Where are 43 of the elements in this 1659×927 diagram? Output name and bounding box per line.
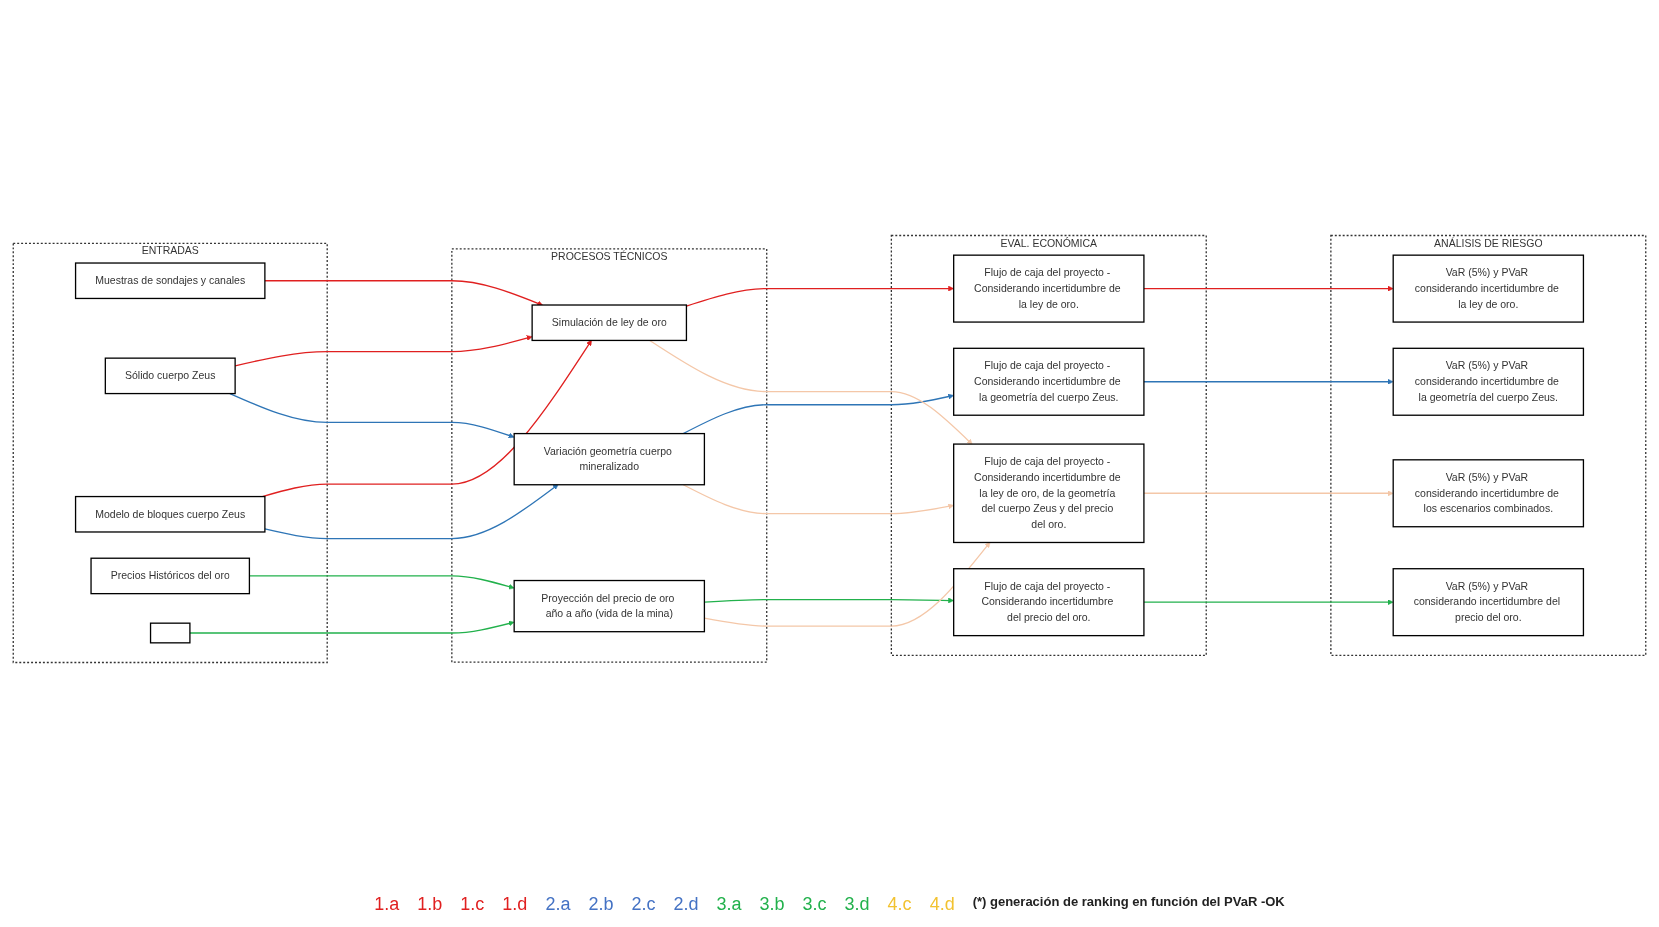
node-box: Flujo de caja del proyecto - Considerando incertidumbre de la geometría del cuerpo Zeus. [953, 347, 1145, 416]
node-box: Flujo de caja del proyecto - Considerando incertidumbre del precio del oro. [953, 568, 1145, 637]
arrow [1143, 285, 1394, 292]
node-box: Flujo de caja del proyecto - Considerando incertidumbre de la ley de oro, de la geometría del cuerpo Zeus y del precio del oro. [953, 443, 1145, 544]
arrow [1143, 599, 1394, 606]
arrow [649, 339, 973, 445]
node-box [149, 622, 191, 644]
cell-label: 1.c [460, 894, 485, 915]
arrow [264, 484, 559, 540]
node-box: VaR (5%) y PVaR considerando incertidumbre del precio del oro. [1392, 568, 1585, 637]
arrow [264, 280, 544, 307]
cell-label: 4.d [929, 894, 955, 915]
cell-label: 3.a [716, 894, 742, 915]
arrow [1143, 490, 1394, 497]
arrow [229, 392, 515, 439]
cell-label: 1.a [374, 894, 400, 915]
node-box: Modelo de bloques cuerpo Zeus [74, 495, 266, 533]
cell-label: 4.c [887, 894, 912, 915]
node-box: Muestras de sondajes y canales [74, 262, 266, 300]
node-box: Proyección del precio de oro año a año (vida de la mina) [513, 579, 706, 633]
cell-label: 3.c [802, 894, 827, 915]
node-box: VaR (5%) y PVaR considerando incertidumbre de los escenarios combinados. [1392, 459, 1585, 528]
arrow [189, 620, 515, 634]
footnote: (*) generación de ranking en función del PVaR -OK [972, 894, 1285, 911]
cell-label: 1.d [502, 894, 528, 915]
node-box: VaR (5%) y PVaR considerando incertidumbre de la ley de oro. [1392, 254, 1585, 323]
cell-label: 2.c [631, 894, 656, 915]
node-box: Sólido cuerpo Zeus [104, 357, 236, 395]
cell-label: 2.b [588, 894, 614, 915]
arrow [682, 393, 954, 435]
arrow [682, 484, 954, 515]
cell-label: 3.b [759, 894, 785, 915]
node-box: VaR (5%) y PVaR considerando incertidumbre de la geometría del cuerpo Zeus. [1392, 347, 1585, 416]
arrow [685, 285, 954, 307]
arrow [1143, 378, 1394, 385]
node-box: Variación geometría cuerpo mineralizado [513, 432, 706, 486]
cell-label: 3.d [844, 894, 870, 915]
cell-label: 1.b [417, 894, 443, 915]
node-box: Flujo de caja del proyecto - Considerando incertidumbre de la ley de oro. [953, 254, 1145, 323]
cell-label: 2.d [673, 894, 699, 915]
cell-label: 2.a [545, 894, 571, 915]
node-box: Precios Históricos del oro [90, 557, 251, 595]
node-box: Simulación de ley de oro [531, 304, 688, 342]
